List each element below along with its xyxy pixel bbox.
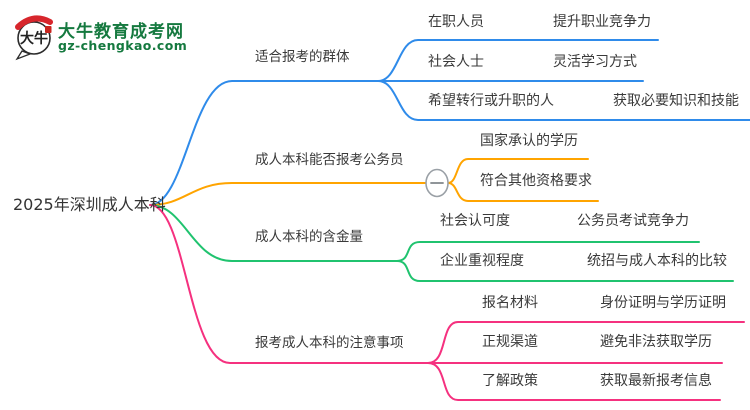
connector-branch2-child2 xyxy=(447,182,599,202)
branch1-label[interactable]: 适合报考的群体 xyxy=(255,49,350,65)
connector-branch4 xyxy=(149,204,429,364)
connector-branch4-child1 xyxy=(427,321,745,364)
connector-branch1-child3 xyxy=(377,80,750,121)
branch3-child2-leaf[interactable]: 统招与成人本科的比较 xyxy=(587,253,727,269)
connector-branch2-child1 xyxy=(447,158,589,184)
branch1-child2[interactable]: 社会人士 xyxy=(428,54,484,70)
branch3-child1-leaf[interactable]: 公务员考试竞争力 xyxy=(577,213,689,229)
branch4-child2[interactable]: 正规渠道 xyxy=(482,334,538,350)
branch2-child1[interactable]: 国家承认的学历 xyxy=(480,133,578,149)
branch3-child2[interactable]: 企业重视程度 xyxy=(440,253,524,269)
connector-branch3-child2 xyxy=(396,260,734,282)
branch2-child2[interactable]: 符合其他资格要求 xyxy=(480,173,592,189)
daniu-logo-icon: 大牛 xyxy=(15,15,53,61)
branch3-label[interactable]: 成人本科的含金量 xyxy=(255,229,363,245)
root-node[interactable]: 2025年深圳成人本科 xyxy=(13,195,166,214)
branch4-child2-leaf[interactable]: 避免非法获取学历 xyxy=(600,334,712,350)
branch4-child1[interactable]: 报名材料 xyxy=(482,295,538,311)
branch2-label[interactable]: 成人本科能否报考公务员 xyxy=(255,152,404,168)
branch1-child1[interactable]: 在职人员 xyxy=(428,14,484,30)
branch4-child1-leaf[interactable]: 身份证明与学历证明 xyxy=(600,295,726,311)
branch1-child2-leaf[interactable]: 灵活学习方式 xyxy=(553,54,637,70)
branch4-child3[interactable]: 了解政策 xyxy=(482,373,538,389)
branch4-label[interactable]: 报考成人本科的注意事项 xyxy=(255,335,404,351)
collapse-minus-icon[interactable] xyxy=(425,168,449,198)
connector-branch3-child1 xyxy=(396,241,700,262)
site-logo: 大牛 大牛教育成考网 gz-chengkao.com xyxy=(12,12,192,61)
logo-domain: gz-chengkao.com xyxy=(58,38,188,53)
connector-branch4-child3 xyxy=(427,362,721,401)
branch1-child1-leaf[interactable]: 提升职业竞争力 xyxy=(553,14,651,30)
branch1-child3-leaf[interactable]: 获取必要知识和技能 xyxy=(613,93,739,109)
svg-text:大牛: 大牛 xyxy=(20,30,48,47)
connector-branch1-child1 xyxy=(377,39,659,82)
branch4-child3-leaf[interactable]: 获取最新报考信息 xyxy=(600,373,712,389)
connector-branch2 xyxy=(149,182,427,206)
logo-title: 大牛教育成考网 xyxy=(58,22,184,42)
branch1-child3[interactable]: 希望转行或升职的人 xyxy=(428,93,554,109)
connector-branch3 xyxy=(149,204,398,262)
branch3-child1[interactable]: 社会认可度 xyxy=(440,213,510,229)
connector-branch1 xyxy=(149,80,644,206)
